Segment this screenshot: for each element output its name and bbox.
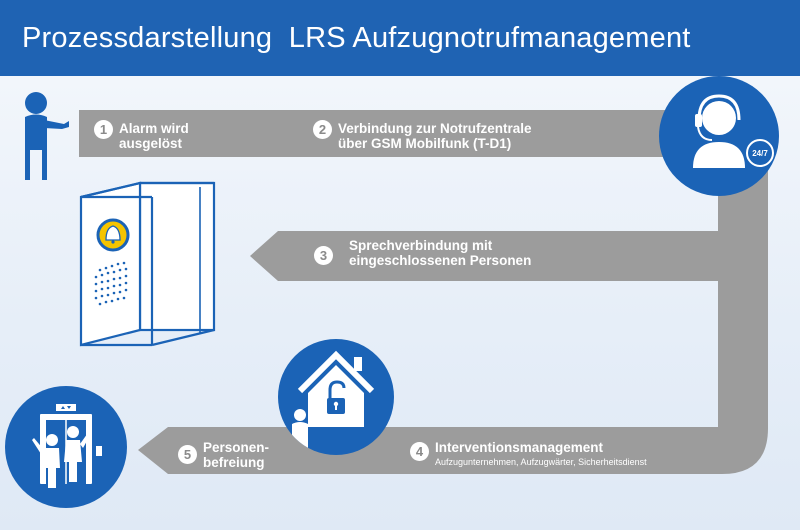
step-number-2: 2 bbox=[313, 120, 332, 139]
person-pointing-icon bbox=[25, 92, 69, 180]
header-bar: Prozessdarstellung LRS Aufzugnotrufmanag… bbox=[0, 0, 800, 76]
step-3-line2: eingeschlossenen Personen bbox=[349, 253, 532, 268]
step-3-voice: 3 Sprechverbindung mit eingeschlossenen … bbox=[314, 238, 532, 268]
step-5-rescue: 5 Personen- befreiung bbox=[178, 440, 269, 470]
elevator-rescue-icon bbox=[5, 386, 127, 508]
page-title: Prozessdarstellung LRS Aufzugnotrufmanag… bbox=[22, 22, 691, 54]
process-path bbox=[79, 110, 768, 474]
speaker-grille bbox=[94, 261, 128, 306]
step-1-line2: ausgelöst bbox=[119, 136, 183, 151]
step-1-line1: Alarm wird bbox=[119, 121, 189, 136]
step-4-line2: Aufzugunternehmen, Aufzugwärter, Sicherh… bbox=[435, 457, 647, 467]
step-5-line1: Personen- bbox=[203, 440, 270, 455]
step-5-line2: befreiung bbox=[203, 455, 265, 470]
step-number-1: 1 bbox=[94, 120, 113, 139]
step-number-4: 4 bbox=[410, 442, 429, 461]
step-4-intervention: 4 Interventionsmanagement Aufzugunterneh… bbox=[410, 440, 647, 468]
call-center-icon: 24/7 bbox=[659, 76, 779, 196]
step-2-connection: 2 Verbindung zur Notrufzentrale über GSM… bbox=[313, 120, 532, 151]
step-4-line1: Interventionsmanagement bbox=[435, 440, 604, 455]
arrow-band-4-5 bbox=[138, 427, 722, 474]
step-2-line2: über GSM Mobilfunk (T-D1) bbox=[338, 136, 512, 151]
badge-24-7: 24/7 bbox=[752, 149, 768, 158]
connector-curve bbox=[718, 428, 768, 474]
step-number-3: 3 bbox=[314, 246, 333, 265]
connector-right-2 bbox=[718, 278, 768, 428]
elevator-callbox-icon bbox=[79, 181, 216, 347]
step-2-line1: Verbindung zur Notrufzentrale bbox=[338, 121, 532, 136]
house-lock-icon bbox=[278, 339, 394, 455]
arrow-band-3 bbox=[250, 231, 768, 281]
arrow-band-1 bbox=[79, 110, 719, 157]
step-number-5: 5 bbox=[178, 445, 197, 464]
step-3-line1: Sprechverbindung mit bbox=[349, 238, 493, 253]
step-1-alarm: 1 Alarm wird ausgelöst bbox=[94, 120, 189, 151]
